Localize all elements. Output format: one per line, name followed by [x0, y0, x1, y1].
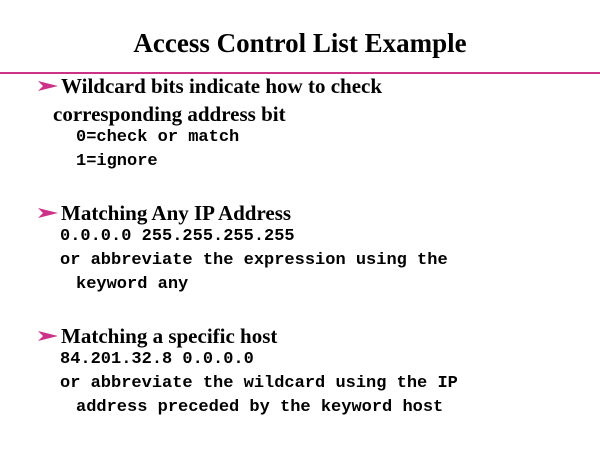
bullet-arrow-icon: [38, 331, 58, 341]
title-divider: [0, 72, 600, 74]
bullet-2-code-line: 0.0.0.0 255.255.255.255: [60, 227, 295, 246]
bullet-3-heading: Matching a specific host: [61, 324, 278, 348]
bullet-2-code-line: or abbreviate the expression using the: [60, 251, 448, 270]
bullet-1-heading-line-2: corresponding address bit: [53, 102, 286, 126]
bullet-1-code-line: 1=ignore: [76, 152, 158, 171]
bullet-2-heading: Matching Any IP Address: [61, 201, 292, 225]
bullet-arrow-icon: [38, 208, 58, 218]
bullet-3-code-line: 84.201.32.8 0.0.0.0: [60, 350, 254, 369]
bullet-1-code-line: 0=check or match: [76, 128, 240, 147]
bullet-arrow-icon: [38, 81, 58, 91]
bullet-2-code-line: keyword any: [76, 275, 189, 294]
bullet-1-heading-line-1: Wildcard bits indicate how to check: [61, 74, 383, 98]
slide-title: Access Control List Example: [133, 28, 467, 58]
bullet-3-code-line: address preceded by the keyword host: [76, 398, 444, 417]
bullet-3-code-line: or abbreviate the wildcard using the IP: [60, 374, 458, 393]
